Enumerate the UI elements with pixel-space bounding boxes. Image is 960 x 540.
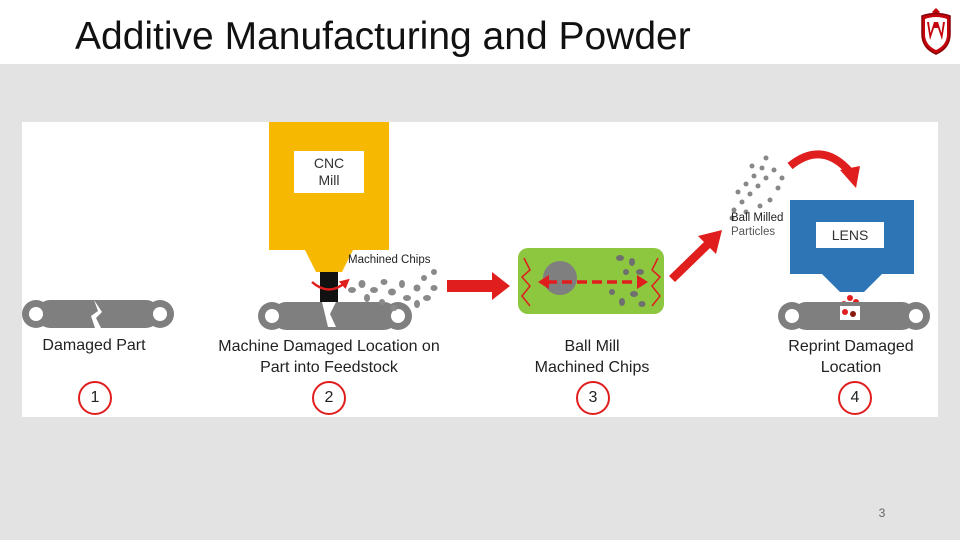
ball-milled-particles-label: Ball Milled Particles [731,211,783,239]
step-4-label: Reprint Damaged Location [774,336,928,378]
ball-milled-particles [729,155,785,221]
title-bar: Additive Manufacturing and Powder [0,0,960,64]
damaged-part [22,300,174,328]
cnc-mill-label: CNC Mill [294,151,364,193]
step-3-label: Ball Mill Machined Chips [514,336,670,378]
step-2-label: Machine Damaged Location on Part into Fe… [192,336,466,378]
step-4-line1: Reprint Damaged [788,338,914,355]
lens-printer [790,200,914,313]
lens-label: LENS [816,222,884,248]
slide-title: Additive Manufacturing and Powder [75,15,691,58]
reprinted-part [778,302,930,330]
step-3-line1: Ball Mill [564,338,620,355]
step-1-number: 1 [78,381,112,415]
step-3-line2: Machined Chips [534,359,650,376]
step-2-line2: Part into Feedstock [260,359,398,376]
machined-part [258,302,412,330]
arrow-to-lens [787,150,854,175]
ball-milled-line1: Ball Milled [731,212,784,224]
machined-chips [348,269,438,311]
step-1-line1: Damaged Part [42,337,146,354]
cnc-label-line2: Mill [318,172,340,188]
step-2-number: 2 [312,381,346,415]
arrow-to-particles [669,230,722,282]
arrow-to-ball-mill [447,272,510,300]
lens-label-text: LENS [831,227,869,243]
repair-process-diagram: CNC Mill LENS Machined Chips Ball Milled… [22,122,938,417]
step-4-number: 4 [838,381,872,415]
step-2-line1: Machine Damaged Location on [218,338,440,355]
university-crest-icon [921,8,951,55]
cnc-mill [269,122,389,304]
step-4-line2: Location [820,359,882,376]
machined-chips-label: Machined Chips [348,254,431,266]
step-1-label: Damaged Part [24,335,164,356]
step-3-number: 3 [576,381,610,415]
page-number: 3 [878,506,886,520]
cnc-label-line1: CNC [313,155,345,171]
ball-milled-line2: Particles [731,226,776,238]
ball-mill [518,248,664,314]
